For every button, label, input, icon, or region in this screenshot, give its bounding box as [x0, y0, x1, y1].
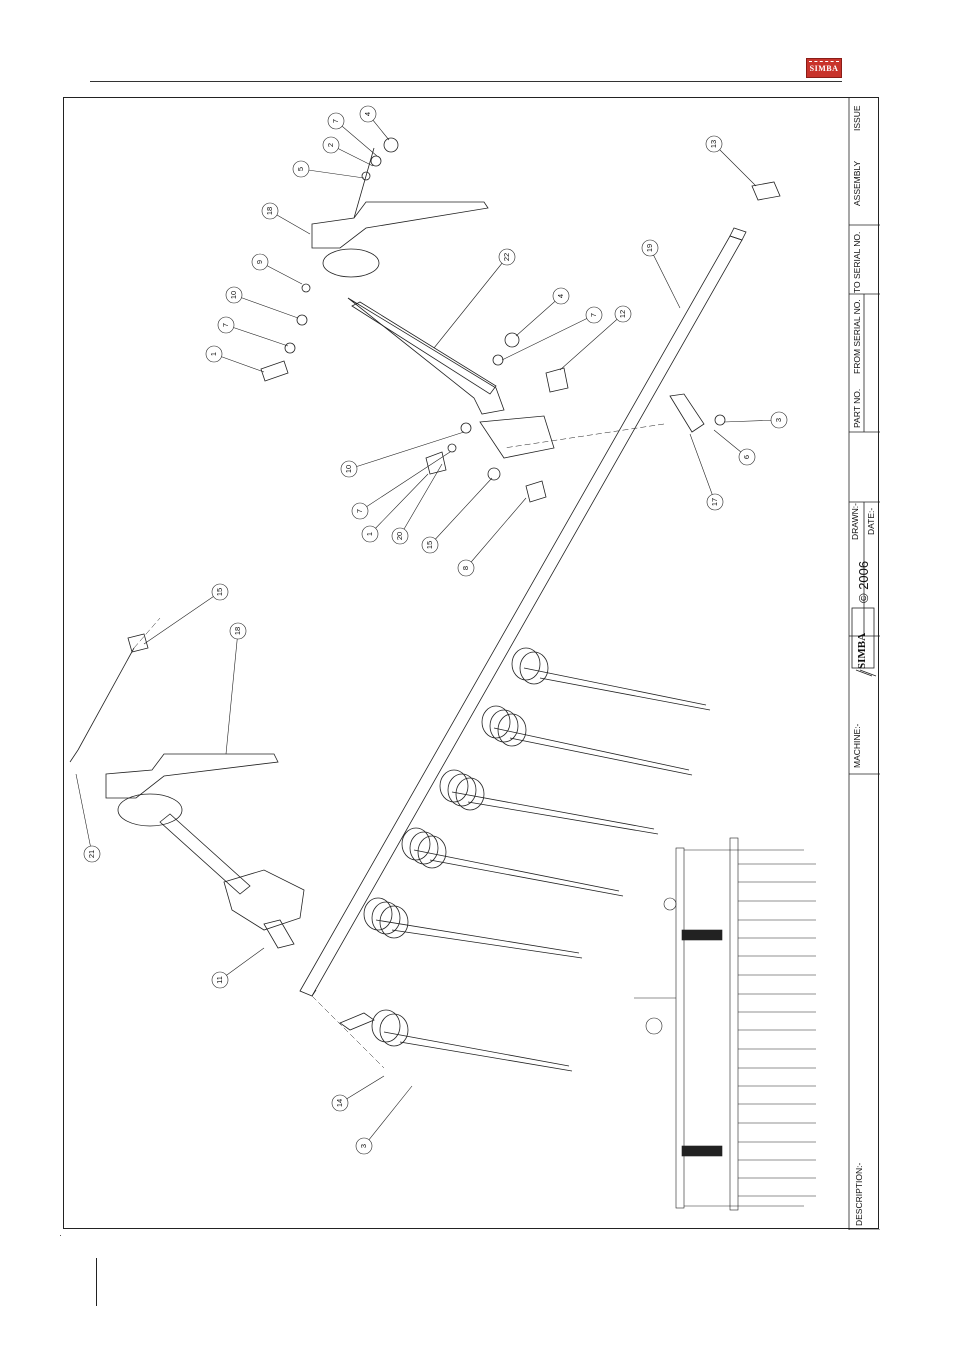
spring-tines [340, 648, 710, 1071]
balloon-label: 7 [589, 313, 598, 317]
balloon-label: 1 [209, 352, 218, 356]
brand-text: SIMBA [856, 633, 868, 669]
balloon-label: 20 [395, 532, 404, 540]
balloon-label: 21 [87, 850, 96, 858]
description-label: DESCRIPTION:- [854, 1163, 864, 1226]
balloon-label: 19 [645, 244, 654, 252]
logo-text: SIMBA [807, 64, 841, 73]
balloon-label: 17 [710, 498, 719, 506]
balloon-label: 15 [215, 588, 224, 596]
plan-view-diagram [634, 838, 816, 1210]
drawn-label: DRAWN:- [850, 503, 860, 540]
balloon-label: 15 [425, 541, 434, 549]
balloon-label: 10 [344, 465, 353, 473]
balloon-label: 4 [556, 294, 565, 298]
balloon-label: 22 [502, 253, 511, 261]
balloon-label: 18 [265, 207, 274, 215]
upper-bracket-assembly [261, 138, 780, 502]
from-serial-label: FROM SERIAL NO. [852, 299, 862, 374]
balloon-label: 2 [326, 143, 335, 147]
balloon-4 [360, 106, 389, 140]
margin-dot [60, 1235, 61, 1236]
exploded-parts-drawing: 4 7 2 5 18 9 10 7 1 22 4 7 12 13 19 3 6 … [64, 98, 880, 1230]
balloon-label: 7 [221, 323, 230, 327]
balloon-label: 3 [774, 418, 783, 422]
balloon-label: 5 [296, 167, 305, 171]
lower-bracket-assembly [70, 634, 304, 948]
balloon-label: 18 [233, 627, 242, 635]
header-rule [90, 81, 842, 82]
center-lines [134, 424, 664, 1068]
machine-label: MACHINE:- [852, 724, 862, 768]
balloon-7b [218, 317, 288, 346]
balloon-label: 11 [215, 976, 224, 984]
balloon-label: 10 [229, 291, 238, 299]
balloon-label: 7 [355, 509, 364, 513]
balloon-8 [458, 498, 526, 576]
balloon-9 [252, 254, 302, 284]
balloon-18b [226, 623, 246, 754]
balloon-label: 14 [335, 1099, 344, 1107]
simba-logo: SIMBA [806, 58, 842, 78]
balloon-2 [323, 137, 373, 166]
balloon-7d [352, 452, 450, 519]
balloon-21 [76, 774, 100, 862]
copyright-text: © 2006 [856, 561, 871, 603]
balloon-label: 8 [461, 566, 470, 570]
balloon-label: 12 [618, 310, 627, 318]
balloon-label: 9 [255, 260, 264, 264]
to-serial-label: TO SERIAL NO. [852, 232, 862, 293]
balloon-3b [356, 1086, 412, 1154]
part-no-label: PART NO. [852, 389, 862, 428]
issue-label: ISSUE [852, 105, 862, 131]
balloon-label: 7 [331, 119, 340, 123]
balloon-1 [206, 346, 264, 372]
balloon-labels: 4 7 2 5 18 9 10 7 1 22 4 7 12 13 19 3 6 … [87, 112, 783, 1148]
balloon-label: 13 [709, 140, 718, 148]
balloon-label: 4 [363, 112, 372, 116]
part-balloons [76, 106, 787, 1154]
balloon-label: 1 [365, 532, 374, 536]
assembly-label: ASSEMBLY [852, 161, 862, 206]
main-beam [300, 228, 746, 996]
margin-line [96, 1258, 97, 1306]
balloon-22 [434, 249, 515, 348]
drawing-sheet: 4 7 2 5 18 9 10 7 1 22 4 7 12 13 19 3 6 … [63, 97, 879, 1229]
balloon-7c [502, 307, 602, 360]
date-label: DATE:- [866, 508, 876, 535]
balloon-label: 3 [359, 1144, 368, 1148]
balloon-label: 6 [742, 455, 751, 459]
